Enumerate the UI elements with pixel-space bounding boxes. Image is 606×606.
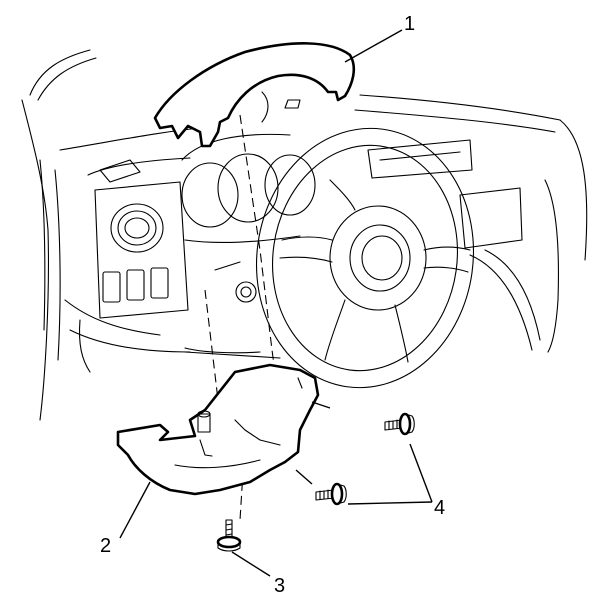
screw-4-upper bbox=[384, 412, 415, 436]
callout-2: 2 bbox=[100, 535, 111, 557]
leader-lines bbox=[119, 29, 433, 577]
callout-1: 1 bbox=[404, 13, 415, 35]
screw-4-lower bbox=[315, 482, 347, 506]
upper-column-cover bbox=[153, 42, 356, 148]
callout-3: 3 bbox=[274, 575, 285, 597]
lower-column-cover bbox=[116, 363, 320, 496]
steering-wheel bbox=[255, 127, 475, 389]
callout-4: 4 bbox=[434, 497, 445, 519]
dashboard-outline bbox=[21, 49, 588, 421]
screw-3 bbox=[216, 519, 242, 552]
